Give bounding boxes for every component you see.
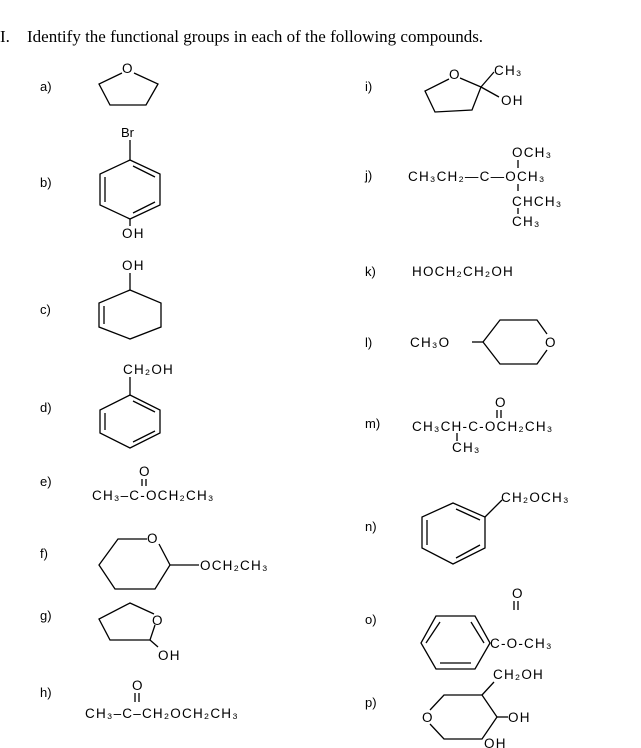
svg-text:O: O: [139, 464, 151, 479]
label-a: a): [40, 79, 52, 94]
svg-text:O: O: [422, 710, 434, 725]
compound-p: O CH₂OH OH OH: [422, 667, 544, 748]
svg-text:OH: OH: [122, 258, 145, 273]
compound-d: CH₂OH: [99, 362, 174, 449]
label-o: o): [365, 612, 377, 627]
svg-text:OH: OH: [484, 736, 507, 748]
svg-text:CHCH₃: CHCH₃: [512, 194, 563, 209]
compound-h: O CH₃–C–CH₂OCH₂CH₃: [85, 678, 239, 721]
svg-text:CH₃CH-C-OCH₂CH₃: CH₃CH-C-OCH₂CH₃: [412, 419, 553, 434]
svg-text:OH: OH: [501, 93, 524, 108]
svg-text:O: O: [545, 335, 557, 350]
compound-k: HOCH₂CH₂OH: [412, 264, 514, 279]
svg-text:O: O: [147, 531, 159, 546]
label-d: d): [40, 400, 52, 415]
svg-text:CH₃: CH₃: [452, 440, 481, 455]
label-h: h): [40, 685, 52, 700]
compound-o: O C-O-CH₃: [420, 586, 553, 670]
svg-text:OH: OH: [508, 710, 531, 725]
svg-text:O: O: [449, 67, 461, 82]
label-p: p): [365, 695, 377, 710]
label-m: m): [365, 416, 380, 431]
question-title: Identify the functional groups in each o…: [27, 27, 483, 46]
compound-g: O OH: [98, 602, 181, 663]
compound-f: O OCH₂CH₃: [98, 531, 269, 590]
label-n: n): [365, 519, 377, 534]
label-g: g): [40, 608, 52, 623]
svg-text:CH₂OH: CH₂OH: [493, 667, 544, 682]
compound-j: OCH₃ CH₃CH₂—C—OCH₃ CHCH₃ CH₃: [408, 145, 563, 229]
svg-text:O: O: [512, 586, 524, 601]
svg-text:O: O: [122, 61, 134, 76]
item-labels: a) b) c) d) e) f) g) h) i) j) k) l) m) n…: [40, 79, 380, 710]
svg-text:CH₂OCH₃: CH₂OCH₃: [501, 490, 570, 505]
compound-l: CH₃O O: [410, 319, 557, 365]
compound-b: Br OH: [99, 125, 161, 241]
compound-c: OH: [98, 258, 162, 340]
label-k: k): [365, 264, 376, 279]
svg-text:OH: OH: [122, 226, 145, 241]
label-f: f): [40, 546, 48, 561]
svg-text:Br: Br: [121, 125, 135, 140]
question-number: I.: [0, 27, 10, 46]
svg-text:OCH₃: OCH₃: [512, 145, 552, 160]
svg-text:CH₃–C-OCH₂CH₃: CH₃–C-OCH₂CH₃: [92, 488, 215, 503]
svg-text:OH: OH: [158, 648, 181, 663]
compound-m: O CH₃CH-C-OCH₂CH₃ CH₃: [412, 395, 553, 455]
svg-text:C-O-CH₃: C-O-CH₃: [490, 636, 553, 651]
label-e: e): [40, 474, 52, 489]
label-b: b): [40, 175, 52, 190]
svg-text:CH₃: CH₃: [512, 214, 541, 229]
svg-text:CH₃: CH₃: [494, 63, 523, 78]
label-i: i): [365, 79, 372, 94]
compound-i: O CH₃ OH: [424, 63, 524, 113]
svg-text:CH₃–C–CH₂OCH₂CH₃: CH₃–C–CH₂OCH₂CH₃: [85, 706, 239, 721]
compound-a: O: [98, 61, 159, 106]
svg-text:O: O: [495, 395, 507, 410]
svg-text:HOCH₂CH₂OH: HOCH₂CH₂OH: [412, 264, 514, 279]
svg-text:CH₃CH₂—C—OCH₃: CH₃CH₂—C—OCH₃: [408, 169, 546, 184]
compound-n: CH₂OCH₃: [421, 490, 570, 565]
label-l: l): [365, 335, 372, 350]
svg-text:CH₃O: CH₃O: [410, 335, 450, 350]
svg-text:O: O: [152, 613, 164, 628]
svg-text:OCH₂CH₃: OCH₂CH₃: [200, 558, 269, 573]
svg-text:CH₂OH: CH₂OH: [123, 362, 174, 377]
label-c: c): [40, 302, 51, 317]
label-j: j): [364, 168, 372, 183]
compound-e: O CH₃–C-OCH₂CH₃: [92, 464, 215, 503]
svg-text:O: O: [132, 678, 144, 693]
